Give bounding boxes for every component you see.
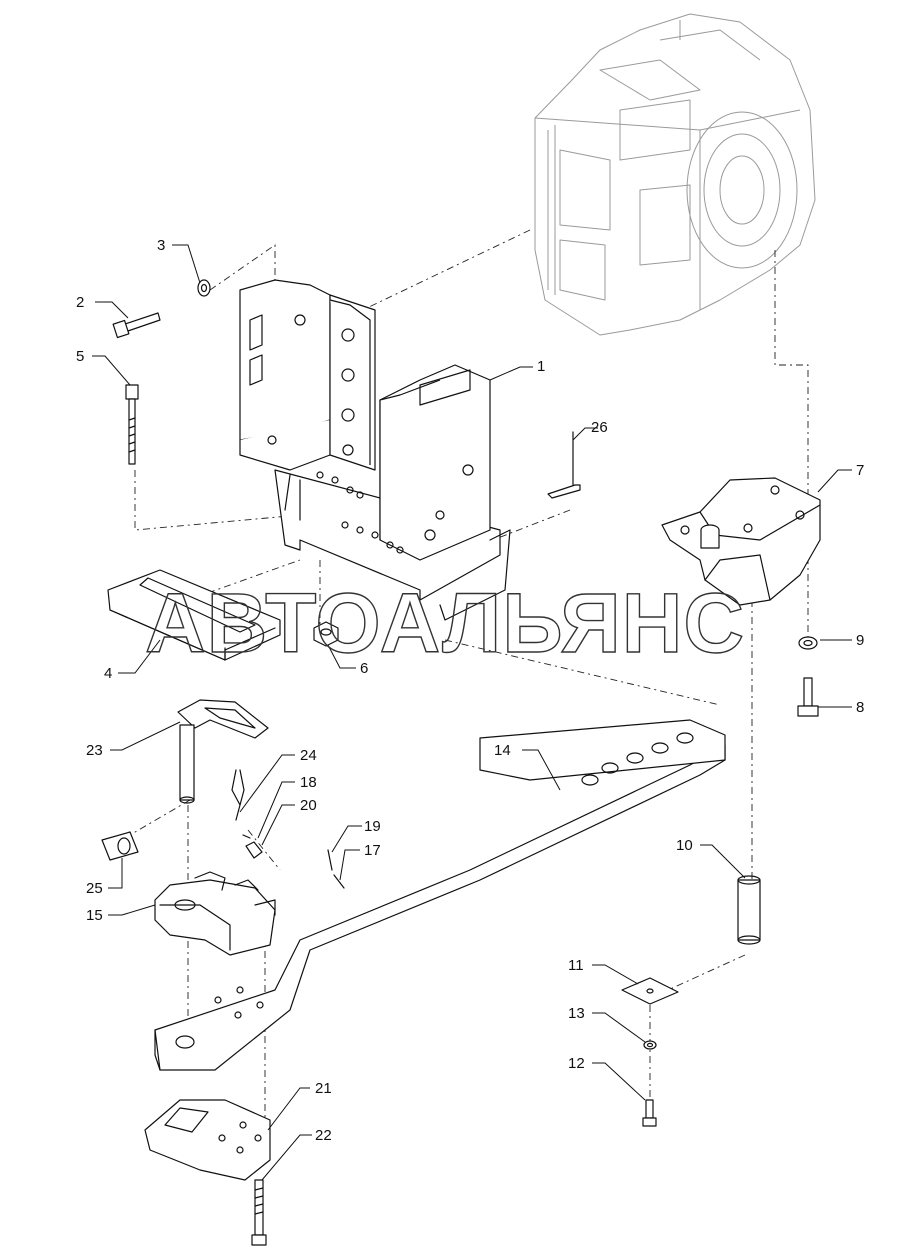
callout-9: 9 (856, 632, 864, 649)
callout-11: 11 (568, 957, 584, 974)
part-18-20-pins (242, 834, 263, 859)
callout-15: 15 (86, 907, 103, 924)
callout-17: 17 (364, 842, 381, 859)
part-9-washer (798, 636, 818, 650)
part-26-pin (547, 431, 581, 499)
part-22-bolt (251, 1179, 267, 1246)
callout-23: 23 (86, 742, 103, 759)
callout-8: 8 (856, 699, 864, 716)
callout-12: 12 (568, 1055, 585, 1072)
part-5-long-bolt (125, 384, 139, 465)
callout-1: 1 (537, 358, 545, 375)
part-13-washer (643, 1040, 657, 1050)
part-14-drawbar (154, 719, 726, 1071)
watermark-text: АВТОАЛЬЯНС (145, 576, 745, 670)
part-25-clip (101, 831, 139, 861)
callout-13: 13 (568, 1005, 585, 1022)
part-24-spring-pin (231, 769, 245, 821)
callout-7: 7 (856, 462, 864, 479)
part-21-plate (144, 1099, 271, 1181)
transmission-housing (534, 13, 816, 336)
assembly-lines (129, 229, 809, 1140)
part-23-hitch-pin (177, 699, 269, 804)
part-2-bolt (112, 312, 161, 339)
callout-25: 25 (86, 880, 103, 897)
callout-labels: 1 2 3 4 5 6 7 8 9 10 11 12 13 14 15 17 1… (76, 237, 864, 1144)
part-3-washer (197, 279, 211, 297)
callout-5: 5 (76, 348, 84, 365)
part-11-plate (621, 977, 679, 1005)
part-7-support (661, 477, 821, 606)
part-8-bolt (797, 677, 819, 717)
callout-4: 4 (104, 665, 112, 682)
callout-22: 22 (315, 1127, 332, 1144)
part-17-19-pin (327, 849, 345, 889)
callout-24: 24 (300, 747, 317, 764)
callout-3: 3 (157, 237, 165, 254)
part-1-hitch-bracket (239, 279, 511, 621)
part-15-hitch-jaw (154, 871, 276, 956)
callout-21: 21 (315, 1080, 332, 1097)
callout-26: 26 (591, 419, 608, 436)
callout-14: 14 (494, 742, 511, 759)
part-6-nut (313, 621, 339, 647)
callout-10: 10 (676, 837, 693, 854)
part-12-bolt (642, 1099, 657, 1127)
callout-19: 19 (364, 818, 381, 835)
callout-20: 20 (300, 797, 317, 814)
callout-2: 2 (76, 294, 84, 311)
callout-6: 6 (360, 660, 368, 677)
part-10-pin (737, 875, 761, 945)
part-4-guide-plate (107, 569, 281, 661)
callout-18: 18 (300, 774, 317, 791)
leader-lines (92, 244, 852, 1181)
